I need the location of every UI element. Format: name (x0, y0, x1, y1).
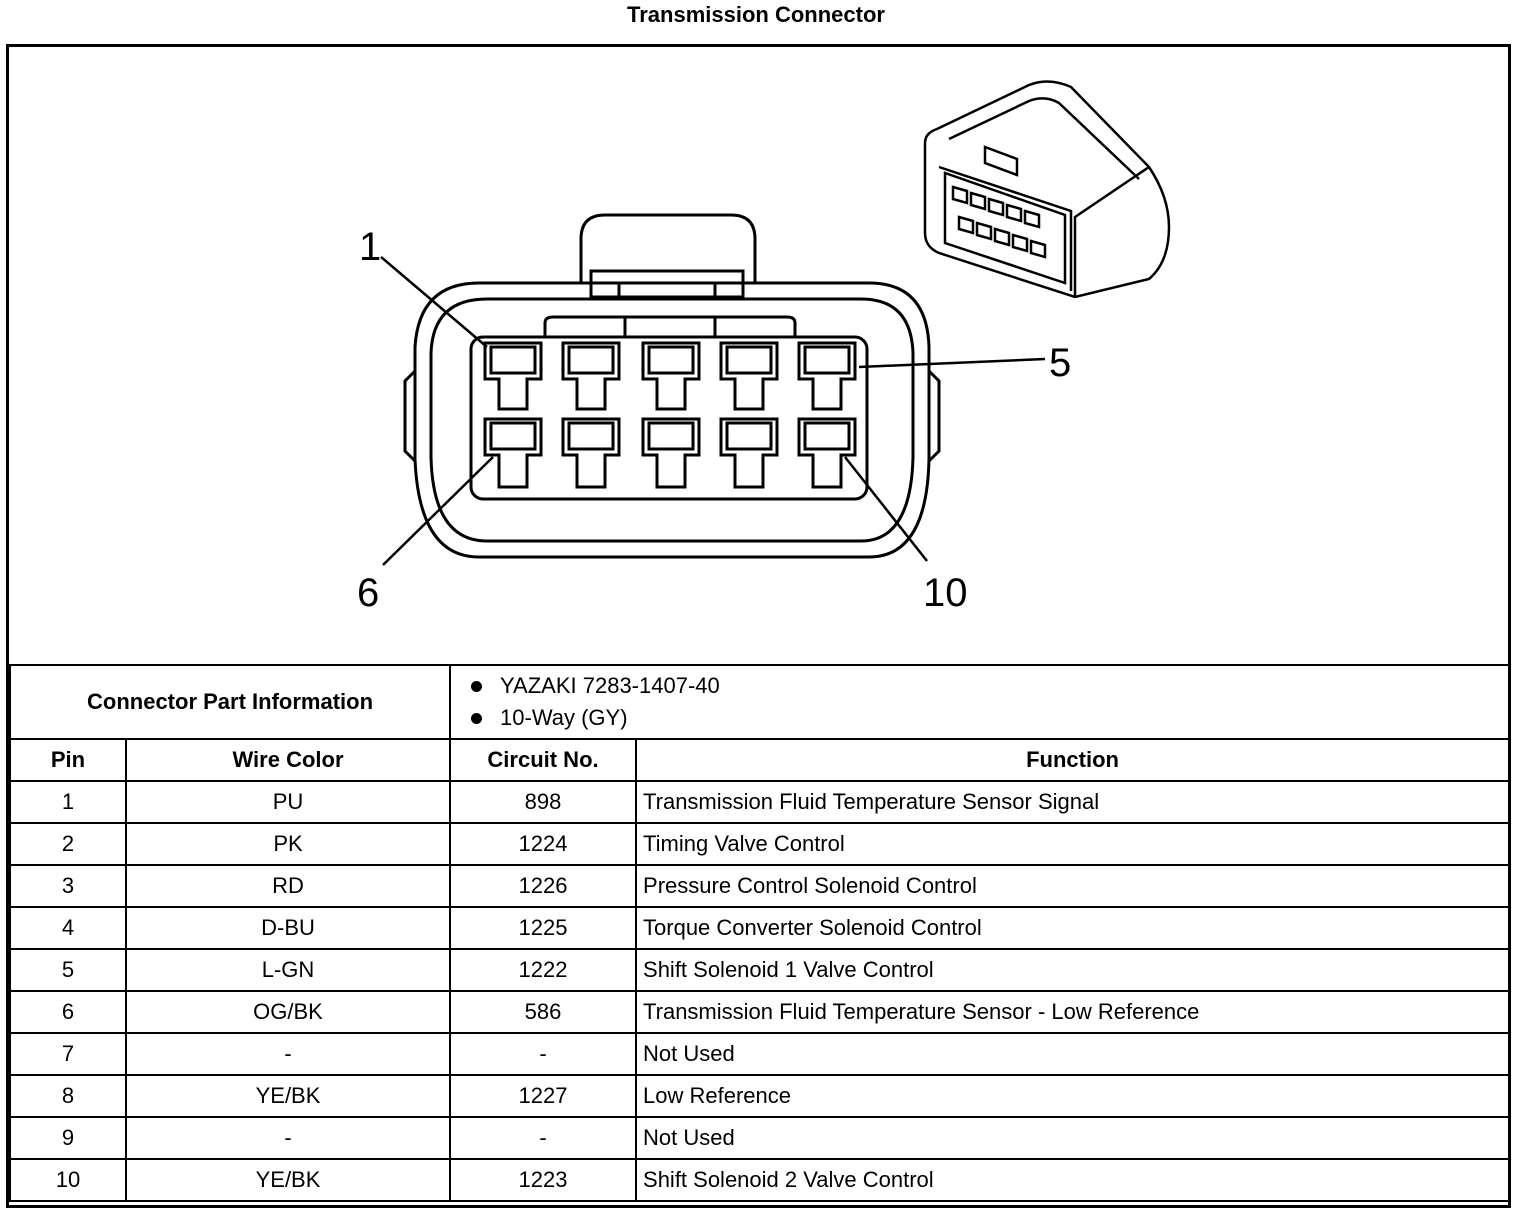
table-row: 4 D-BU 1225 Torque Converter Solenoid Co… (9, 906, 1511, 950)
table-row: 7 - - Not Used (9, 1032, 1511, 1076)
part-info-item: 10-Way (GY) (471, 702, 1508, 734)
cell-wire-color: RD (124, 864, 452, 908)
cell-circuit: - (449, 1032, 638, 1076)
cell-wire-color: D-BU (124, 906, 452, 950)
pin-5-callout: 5 (1049, 341, 1072, 385)
connector-diagram: 1 5 6 10 (9, 47, 1508, 664)
cell-circuit: - (449, 1116, 638, 1160)
header-function: Function (635, 738, 1511, 782)
cell-function: Timing Valve Control (635, 822, 1511, 866)
table-row: 5 L-GN 1222 Shift Solenoid 1 Valve Contr… (9, 948, 1511, 992)
cell-circuit: 1223 (449, 1158, 638, 1202)
cell-pin: 7 (9, 1032, 127, 1076)
cell-circuit: 1225 (449, 906, 638, 950)
cell-circuit: 1222 (449, 948, 638, 992)
cell-function: Low Reference (635, 1074, 1511, 1118)
table-row: 10 YE/BK 1223 Shift Solenoid 2 Valve Con… (9, 1158, 1511, 1202)
bullet-icon (471, 712, 483, 724)
part-number: YAZAKI 7283-1407-40 (500, 673, 720, 698)
table-row: 3 RD 1226 Pressure Control Solenoid Cont… (9, 864, 1511, 908)
cell-wire-color: YE/BK (124, 1158, 452, 1202)
table-row: 8 YE/BK 1227 Low Reference (9, 1074, 1511, 1118)
cell-pin: 1 (9, 780, 127, 824)
cell-wire-color: - (124, 1032, 452, 1076)
cell-circuit: 586 (449, 990, 638, 1034)
cell-pin: 10 (9, 1158, 127, 1202)
page-title: Transmission Connector (627, 2, 885, 27)
table-header-row: Pin Wire Color Circuit No. Function (9, 738, 1511, 782)
cell-wire-color: L-GN (124, 948, 452, 992)
connector-face-illustration (380, 80, 1171, 566)
cell-circuit: 1226 (449, 864, 638, 908)
part-info-label: Connector Part Information (8, 664, 452, 740)
header-pin: Pin (9, 738, 127, 782)
cell-wire-color: PK (124, 822, 452, 866)
pin-1-callout: 1 (359, 225, 382, 269)
cell-pin: 4 (9, 906, 127, 950)
cell-pin: 2 (9, 822, 127, 866)
connector-type: 10-Way (GY) (500, 705, 628, 730)
table-row: 6 OG/BK 586 Transmission Fluid Temperatu… (9, 990, 1511, 1034)
cell-pin: 3 (9, 864, 127, 908)
cell-wire-color: OG/BK (124, 990, 452, 1034)
pin-10-callout: 10 (923, 571, 968, 615)
table-row: 2 PK 1224 Timing Valve Control (9, 822, 1511, 866)
header-circuit-no: Circuit No. (449, 738, 638, 782)
cell-pin: 9 (9, 1116, 127, 1160)
cell-circuit: 1227 (449, 1074, 638, 1118)
table-row: 1 PU 898 Transmission Fluid Temperature … (9, 780, 1511, 824)
cell-function: Torque Converter Solenoid Control (635, 906, 1511, 950)
cell-circuit: 898 (449, 780, 638, 824)
cell-circuit: 1224 (449, 822, 638, 866)
pin-6-callout: 6 (357, 571, 380, 615)
cell-function: Not Used (635, 1032, 1511, 1076)
cell-wire-color: PU (124, 780, 452, 824)
cell-function: Transmission Fluid Temperature Sensor - … (635, 990, 1511, 1034)
cell-pin: 5 (9, 948, 127, 992)
table-row: 9 - - Not Used (9, 1116, 1511, 1160)
cell-function: Transmission Fluid Temperature Sensor Si… (635, 780, 1511, 824)
cell-function: Shift Solenoid 1 Valve Control (635, 948, 1511, 992)
cell-function: Not Used (635, 1116, 1511, 1160)
header-wire-color: Wire Color (124, 738, 452, 782)
cell-function: Pressure Control Solenoid Control (635, 864, 1511, 908)
part-info-row: Connector Part Information YAZAKI 7283-1… (8, 664, 1511, 740)
cell-wire-color: - (124, 1116, 452, 1160)
cell-function: Shift Solenoid 2 Valve Control (635, 1158, 1511, 1202)
bullet-icon (471, 680, 483, 692)
pinout-table: Connector Part Information YAZAKI 7283-1… (8, 664, 1511, 1202)
cell-pin: 6 (9, 990, 127, 1034)
cell-pin: 8 (9, 1074, 127, 1118)
connector-sheet: 1 5 6 10 Connector Part Information YAZA… (6, 44, 1511, 1208)
cell-wire-color: YE/BK (124, 1074, 452, 1118)
part-info-item: YAZAKI 7283-1407-40 (471, 670, 1508, 702)
part-info-list: YAZAKI 7283-1407-40 10-Way (GY) (449, 664, 1511, 740)
